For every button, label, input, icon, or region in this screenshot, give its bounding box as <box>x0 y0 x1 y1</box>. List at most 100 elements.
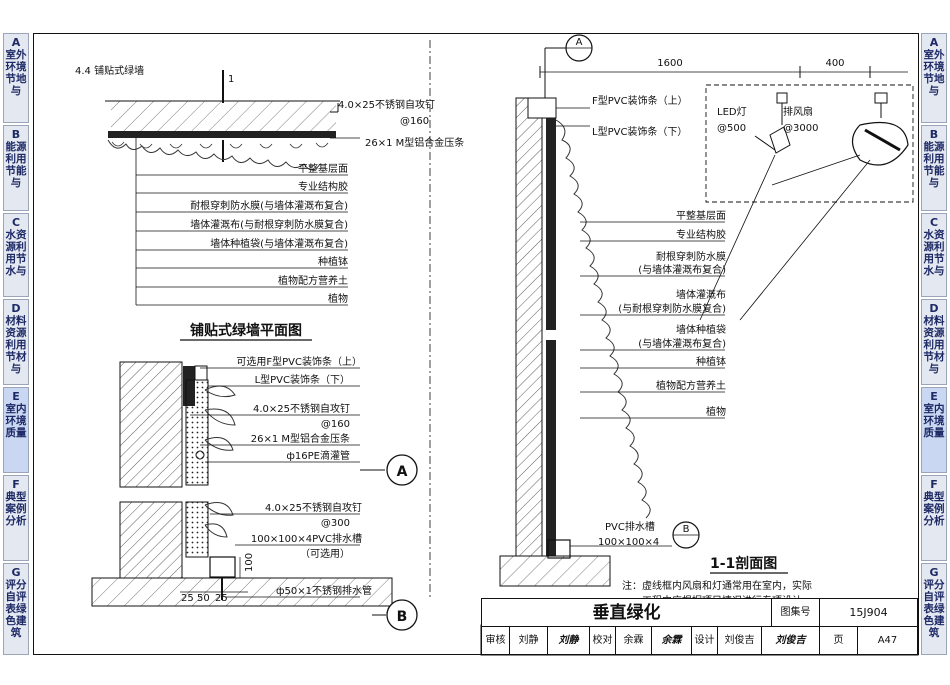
section-marker-a-letter: A <box>576 37 583 48</box>
led-lamp-icon <box>754 92 791 154</box>
detail-a-label-1: 可选用F型PVC装饰条（上） <box>236 355 362 368</box>
detail-b-marker-letter: B <box>397 609 408 625</box>
page-number: A47 <box>877 635 898 646</box>
section-layer-2: 专业结构胶 <box>676 228 726 241</box>
detail-b-planting-bag <box>185 501 209 558</box>
section-top-cap <box>527 97 557 119</box>
drawing-title: 垂直绿化 <box>482 599 772 627</box>
tab-letter: G <box>929 566 939 579</box>
detail-a-label-4: @160 <box>321 419 350 430</box>
tab-letter: C <box>11 216 21 229</box>
detail-a-label-3: 4.0×25不锈钢自攻钉 <box>253 402 350 415</box>
tab-letter: A <box>929 36 939 49</box>
section-break <box>546 330 556 340</box>
equipment-dashed-box <box>705 84 914 203</box>
plan-layer-8: 植物 <box>328 292 348 305</box>
section-l-strip: L型PVC装饰条（下） <box>592 125 687 138</box>
plan-caption: 铺贴式绿墙平面图 <box>190 322 302 339</box>
gutter-size: 100×100×4 <box>598 537 659 548</box>
tab-text: 典型案例分析 <box>923 491 945 527</box>
tab-text: 典型案例分析 <box>5 491 27 527</box>
plan-screw-spacing: @160 <box>400 116 429 127</box>
detail-b-marker[interactable]: B <box>372 599 418 631</box>
section-layer-6: 种植钵 <box>696 355 726 368</box>
section-plants <box>555 119 651 519</box>
detail-b-wall <box>119 501 183 579</box>
page-label: 页 <box>820 627 858 654</box>
drawing-frame <box>33 33 919 655</box>
plan-cut-mark: 1 <box>222 70 234 162</box>
plan-plants <box>107 139 329 171</box>
section-layer-5: 墙体种植袋 <box>676 323 726 336</box>
section-marker-b-letter: B <box>683 524 690 535</box>
section-layer-8: 植物 <box>706 405 726 418</box>
exhaust-fan-icon <box>851 92 909 166</box>
tab-letter: B <box>11 128 21 141</box>
section-wall <box>515 97 543 557</box>
tab-text: 室内环境质量 <box>923 403 945 439</box>
tab-text: 室外环境节地与 <box>923 49 945 97</box>
detail-a-plants <box>204 385 236 451</box>
dim-1600: 1600 <box>657 58 682 69</box>
detail-a-wall <box>119 361 183 488</box>
designer-signature: 刘俊吉 <box>762 627 820 654</box>
section-marker-a[interactable]: A <box>544 34 593 98</box>
detail-b-dimensions: 25 50 25 100 <box>180 553 255 604</box>
dim-50: 50 <box>197 593 210 604</box>
plan-layer-3: 耐根穿刺防水膜(与墙体灌溉布复合) <box>190 199 348 212</box>
section-layer-1: 平整基层面 <box>676 209 726 222</box>
tab-letter: E <box>930 390 938 403</box>
tab-text: 材料资源利用节材与 <box>5 315 27 375</box>
fan-spacing: @3000 <box>783 123 818 134</box>
tab-letter: A <box>11 36 21 49</box>
section-f-strip: F型PVC装饰条（上） <box>592 94 688 107</box>
section-top-leaders <box>556 107 590 127</box>
tab-text: 能源利用节能与 <box>5 141 27 189</box>
tab-letter: D <box>11 302 21 315</box>
tab-text: 评分自评表绿色建筑 <box>923 579 945 639</box>
detail-b-label-4: （可选用） <box>300 547 350 560</box>
plan-strip-label: 26×1 M型铝合金压条 <box>365 136 464 149</box>
tab-text: 水资源利用节水与 <box>5 229 27 277</box>
tab-text: 评分自评表绿色建筑 <box>5 579 27 639</box>
detail-a-label-6: ф16PE滴灌管 <box>286 449 350 462</box>
tab-text: 水资源利用节水与 <box>923 229 945 277</box>
section-note-1: 注：虚线框内风扇和灯通常用在室内，实际 <box>622 579 812 592</box>
section-gutter <box>547 539 571 559</box>
review-label: 审核 <box>482 627 510 654</box>
atlas-number: 15J904 <box>820 599 917 627</box>
tab-text: 室外环境节地与 <box>5 49 27 97</box>
checker-name: 余霖 <box>616 627 652 654</box>
detail-a-label-2: L型PVC装饰条（下） <box>255 373 350 386</box>
drainage-gutter <box>209 556 236 578</box>
detail-b-leaders <box>210 513 360 598</box>
plan-layer-1: 平整基层面 <box>298 162 348 175</box>
detail-a-marker-letter: A <box>397 464 408 480</box>
section-layer-leaders <box>580 221 725 419</box>
led-spacing: @500 <box>717 123 746 134</box>
dim-400: 400 <box>825 58 844 69</box>
section-layer-4-note: (与耐根穿刺防水膜复合) <box>618 302 726 315</box>
tab-letter: E <box>12 390 20 403</box>
led-label: LED灯 <box>717 106 747 118</box>
title-block-main: 垂直绿化 图集号 15J904 审核 刘静 刘静 校对 余霖 余霖 设计 刘俊吉… <box>481 598 918 655</box>
detail-a-marker[interactable]: A <box>360 454 418 486</box>
plan-layer-6: 种植钵 <box>318 255 348 268</box>
atlas-label: 图集号 <box>772 599 820 627</box>
section-marker-b[interactable]: B <box>672 521 700 549</box>
